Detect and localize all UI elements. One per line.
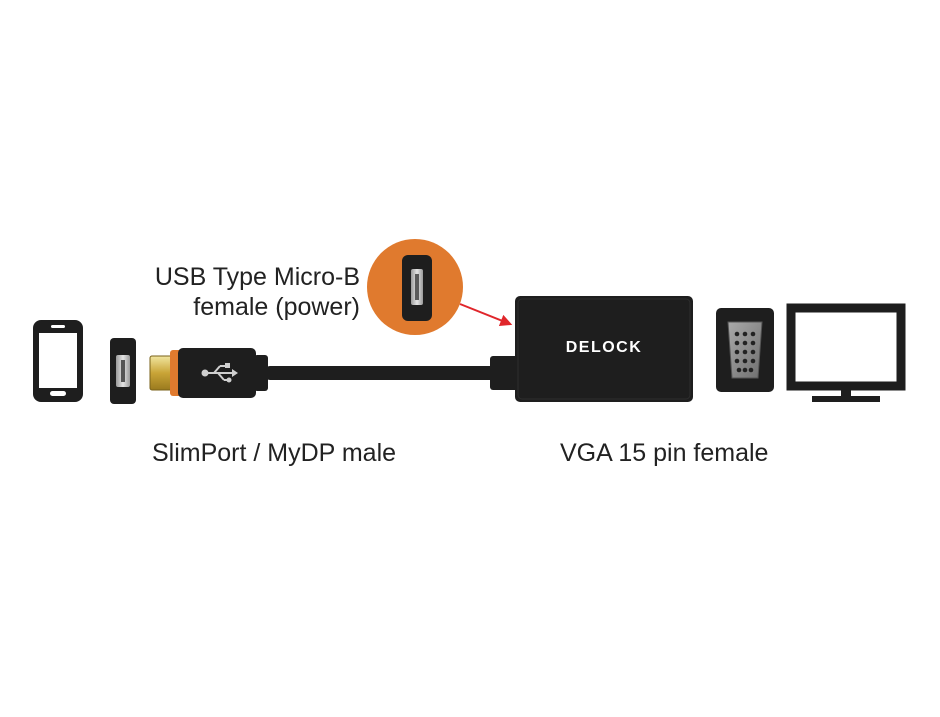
strain-relief — [490, 356, 518, 390]
usb-port-label-line2: female (power) — [193, 293, 360, 321]
slimport-label: SlimPort / MyDP male — [152, 439, 397, 467]
brand-logo: DELOCK — [566, 339, 643, 356]
vga-connector-icon — [716, 308, 774, 392]
cable — [266, 366, 496, 380]
usb-port-label: USB Type Micro-B female (power) — [138, 262, 360, 322]
callout-arrow — [459, 303, 513, 327]
usb-port-callout — [367, 239, 463, 335]
monitor-icon — [786, 303, 906, 402]
usb-trident-icon — [201, 363, 238, 383]
micro-usb-port-icon — [110, 338, 136, 404]
smartphone-icon — [33, 320, 83, 402]
adapter-box-icon — [515, 296, 693, 402]
usb-port-label-line1: USB Type Micro-B — [154, 263, 360, 291]
vga-label: VGA 15 pin female — [560, 439, 769, 467]
